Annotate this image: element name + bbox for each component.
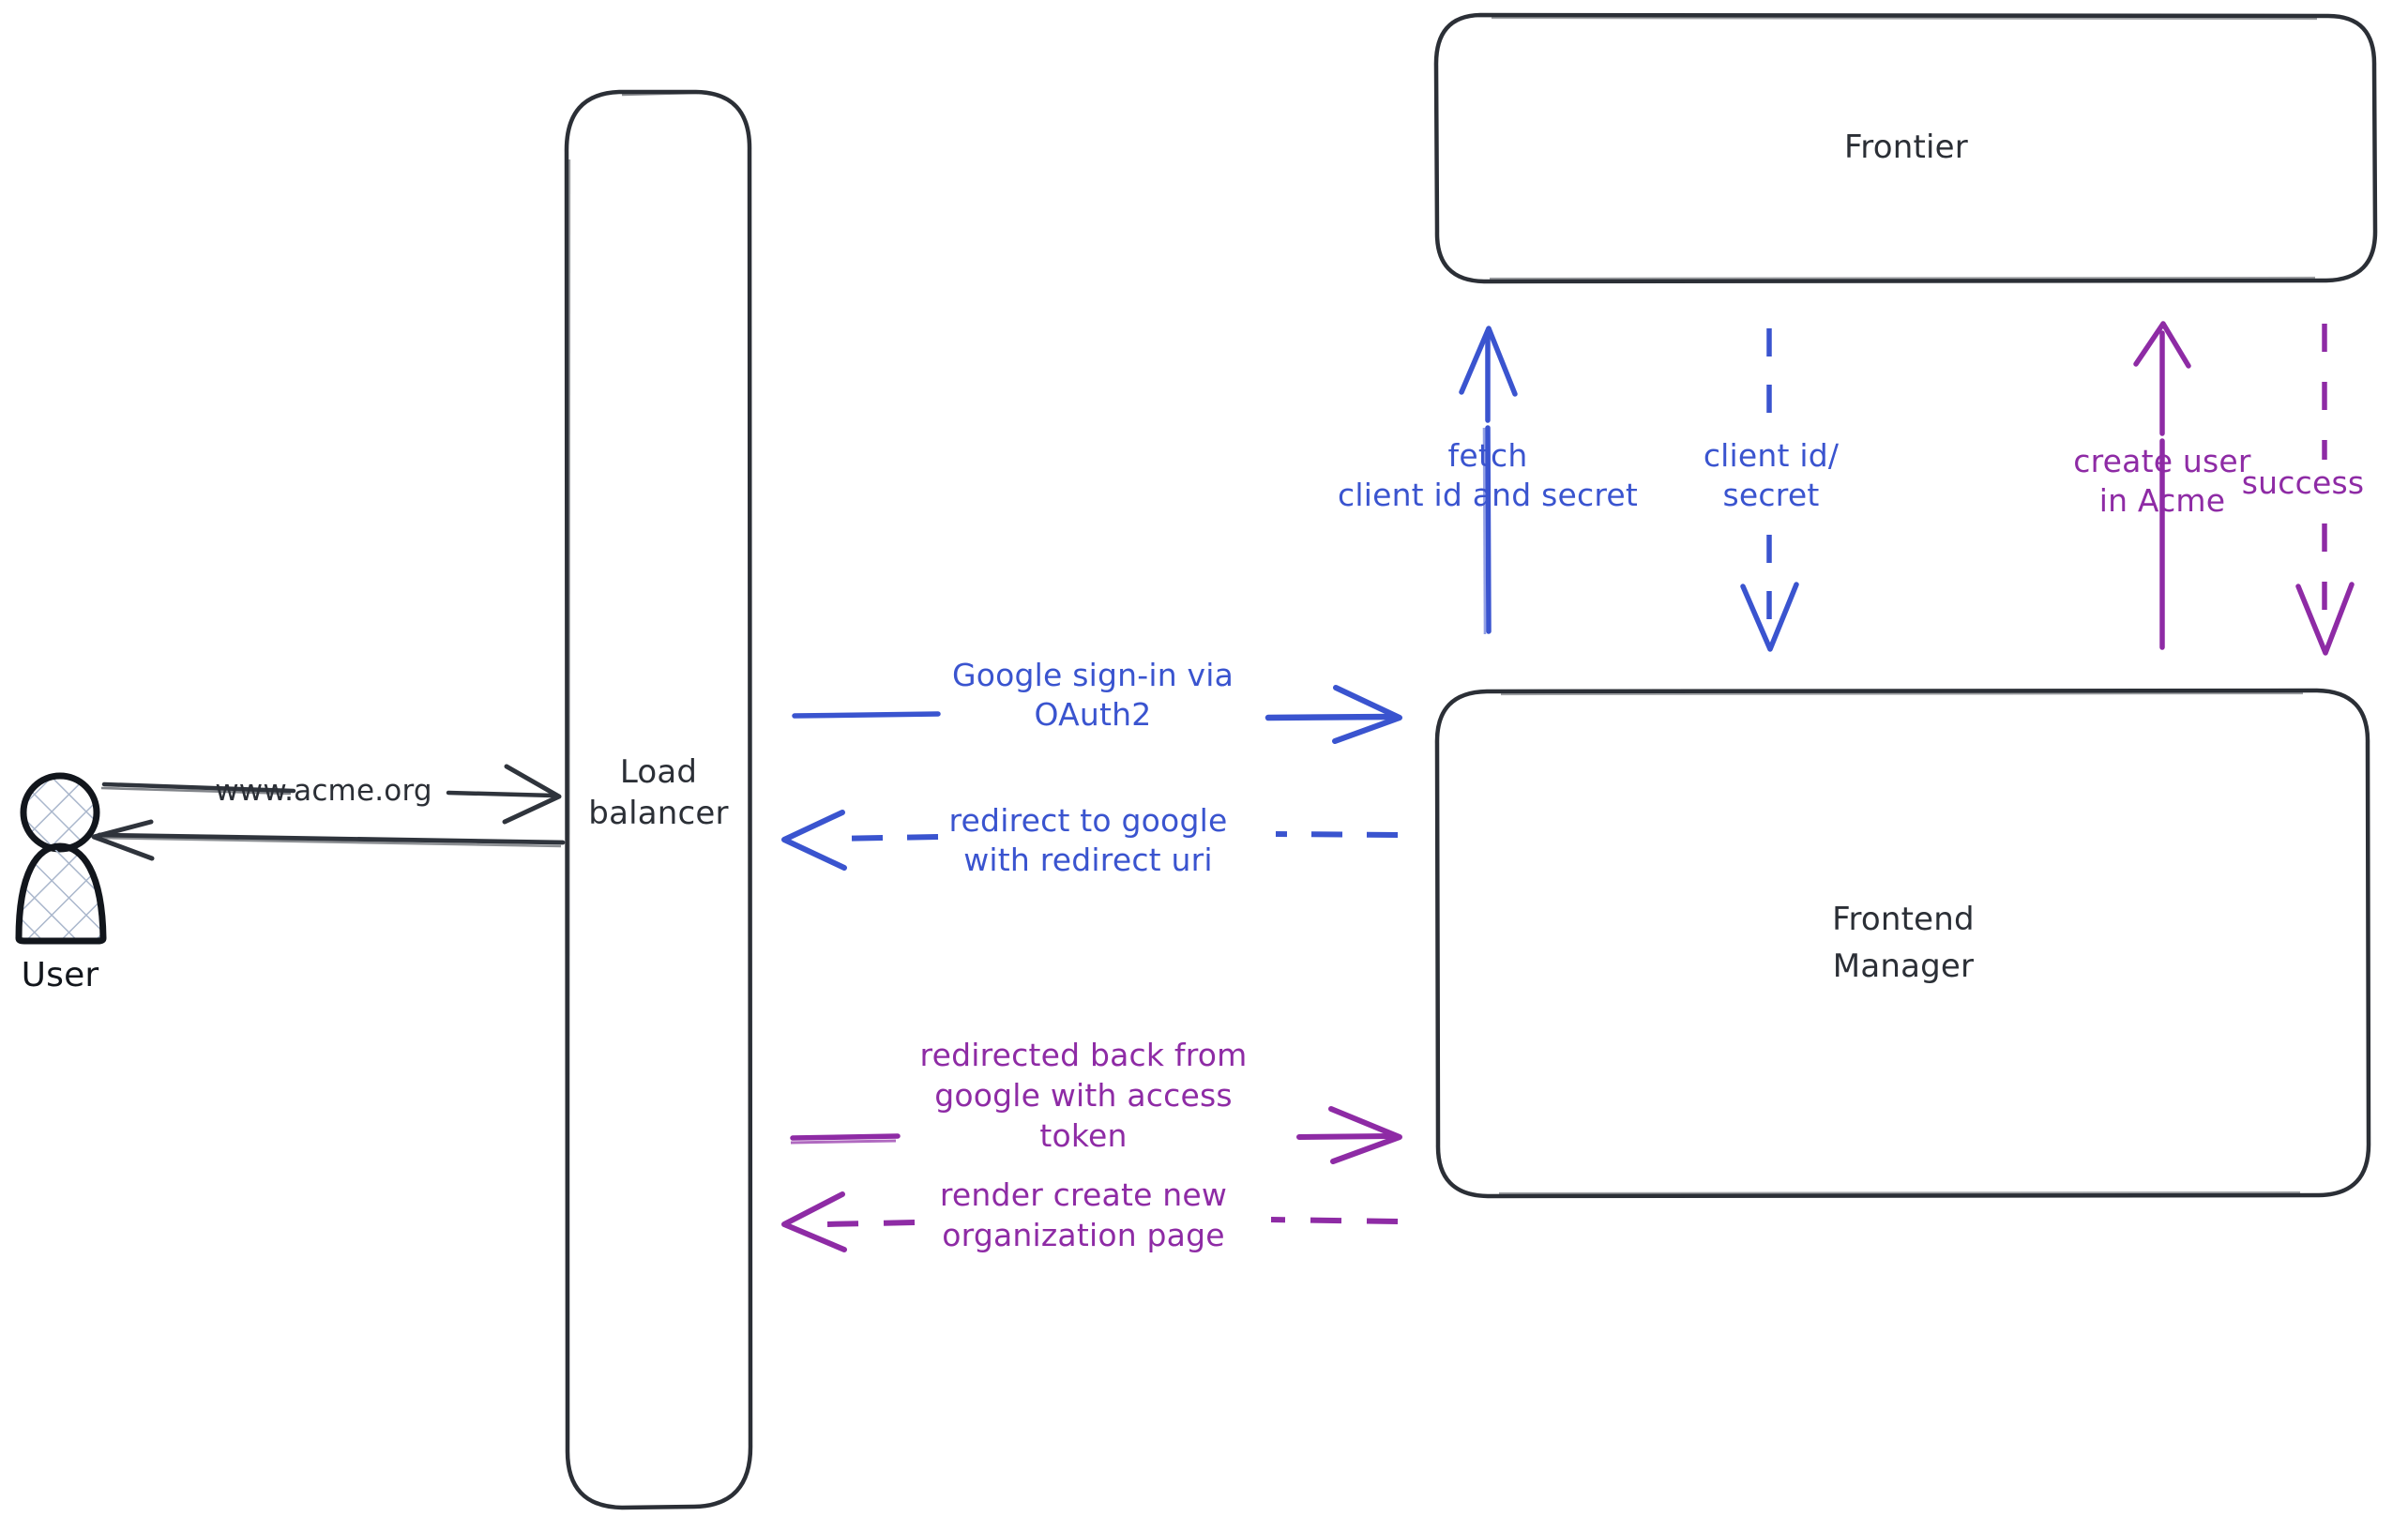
edge-label-client-id-secret-line1: client id/ xyxy=(1703,437,1840,474)
load-balancer-label-line1: Load xyxy=(619,753,698,791)
edge-lb-to-user xyxy=(91,819,566,861)
edge-label-google-signin-line2: OAuth2 xyxy=(1034,696,1152,733)
edge-label-fetch-client-id-line2: client id and secret xyxy=(1337,477,1639,513)
edge-label-redirected-back-line2: google with access xyxy=(934,1077,1233,1114)
person-actor-icon xyxy=(15,772,107,945)
edge-label-success: success xyxy=(2241,464,2365,501)
edge-label-render-create-org-line2: organization page xyxy=(942,1217,1225,1253)
frontend-manager-label-line2: Manager xyxy=(1832,948,1975,985)
edge-label-fetch-client-id-line1: fetch xyxy=(1447,437,1528,474)
edge-label-create-user-line2: in Acme xyxy=(2098,482,2226,519)
frontend-manager-label-line1: Frontend xyxy=(1832,901,1975,938)
edge-label-user-to-lb: www.acme.org xyxy=(215,774,432,808)
edge-label-redirect-to-google-line2: with redirect uri xyxy=(963,842,1213,878)
edge-label-redirected-back-line3: token xyxy=(1039,1117,1128,1154)
user-actor-label: User xyxy=(21,956,99,994)
edge-label-create-user-line1: create user xyxy=(2073,443,2251,479)
edge-label-redirect-to-google-line1: redirect to google xyxy=(948,802,1228,839)
edge-label-google-signin-line1: Google sign-in via xyxy=(951,657,1234,693)
edge-label-render-create-org-line1: render create new xyxy=(939,1176,1228,1213)
edge-label-client-id-secret-line2: secret xyxy=(1722,477,1820,513)
edge-label-redirected-back-line1: redirected back from xyxy=(919,1037,1248,1073)
load-balancer-label-line2: balancer xyxy=(588,795,729,832)
frontend-manager-node xyxy=(1434,688,2371,1199)
frontier-label: Frontier xyxy=(1844,129,1968,166)
